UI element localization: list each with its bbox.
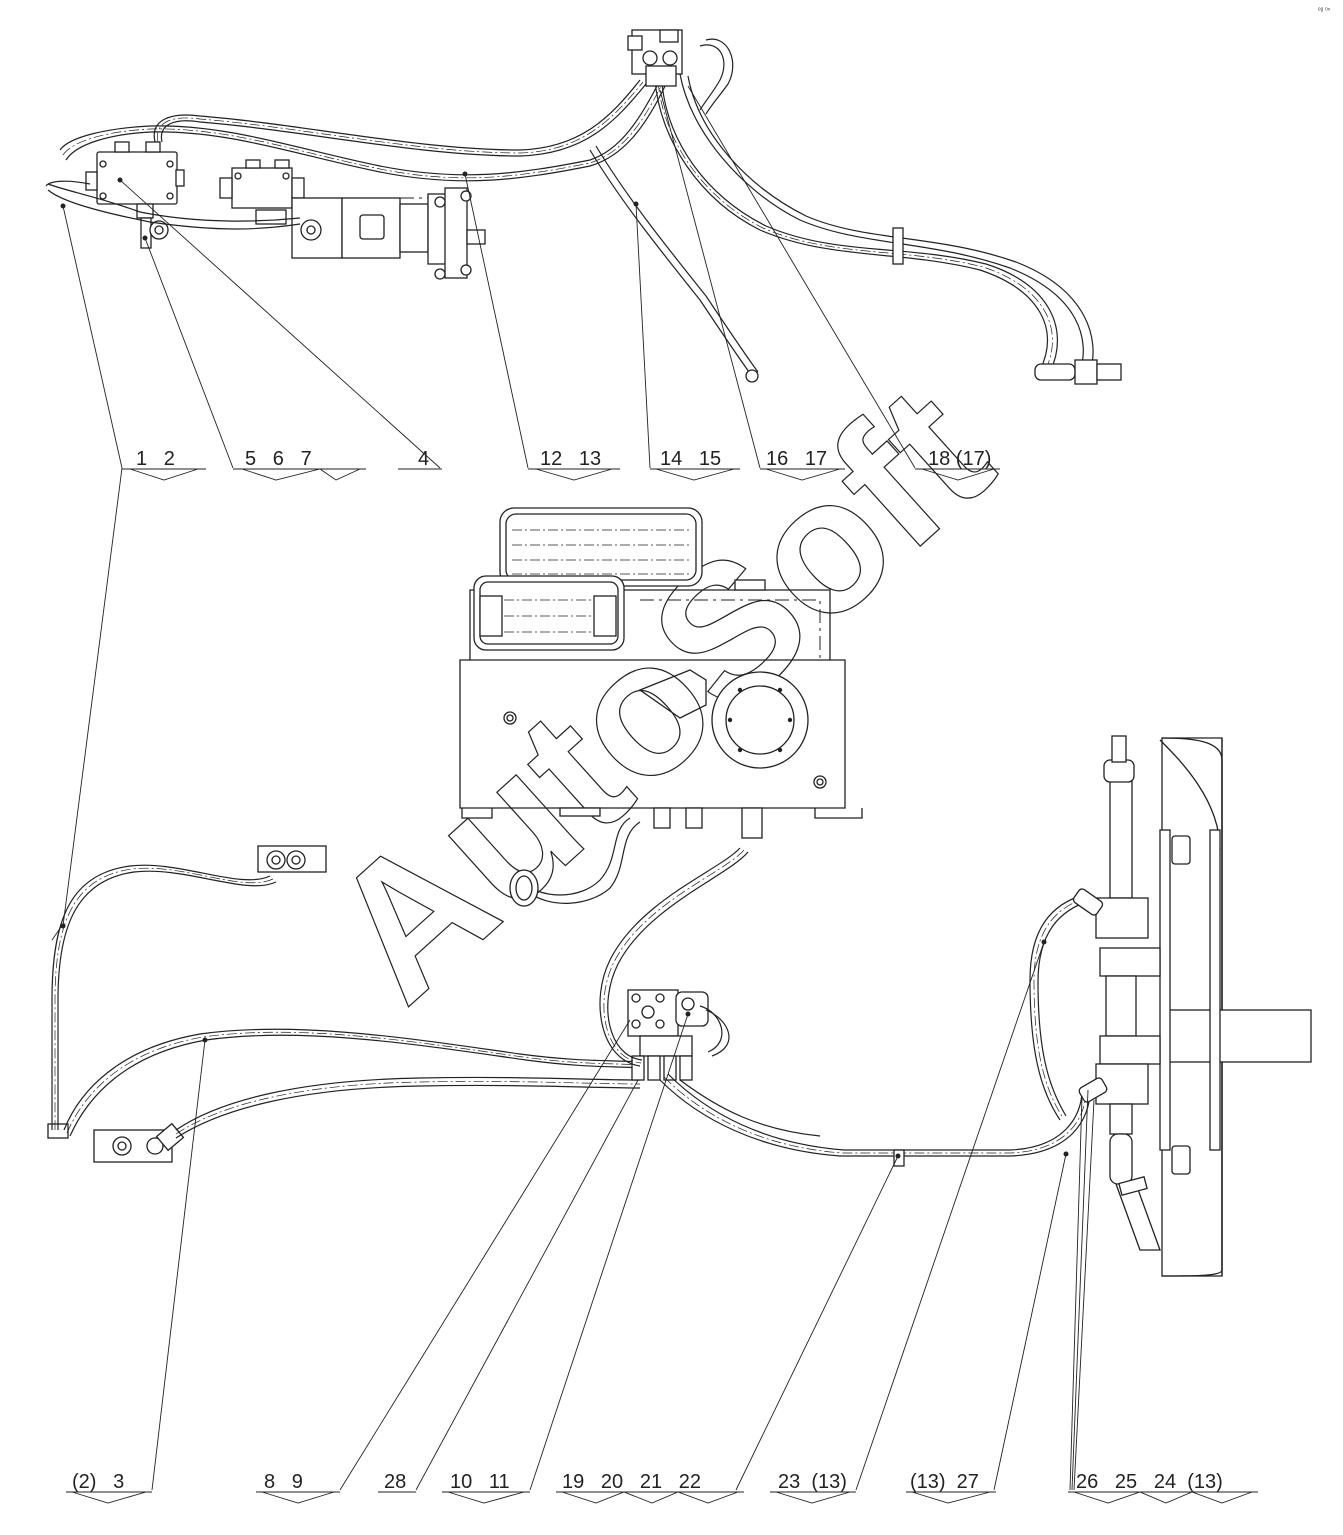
callout-2-3: (2) 3 (66, 1471, 152, 1504)
corner-mark: ᵉᵍ ᵒⁿ (1318, 7, 1331, 14)
bottom-leaders (51, 467, 1095, 1491)
callout-13-27: (13) 27 (906, 1471, 996, 1504)
svg-text:28: 28 (384, 1471, 406, 1493)
callout-23-13: 23 (13) (770, 1471, 856, 1504)
svg-text:4: 4 (418, 448, 429, 470)
callout-4: 4 (398, 448, 442, 470)
left-valve-block (47, 845, 327, 1163)
callout-1-2: 1 2 (122, 448, 206, 481)
svg-text:18 (17): 18 (17) (928, 448, 991, 470)
callout-19-20-21-22: 19 20 21 22 (556, 1471, 744, 1504)
top-right-valve (627, 29, 683, 87)
callout-28: 28 (378, 1471, 416, 1493)
callout-10-11: 10 11 (442, 1471, 530, 1504)
svg-text:19 20 21 22: 19 20 21 22 (562, 1471, 701, 1493)
svg-text:5 6 7: 5 6 7 (245, 448, 312, 470)
svg-text:26 25 24 (13): 26 25 24 (13) (1076, 1471, 1223, 1493)
svg-text:14 15: 14 15 (660, 448, 721, 470)
svg-text:(13) 27: (13) 27 (910, 1471, 979, 1493)
steering-valve (599, 847, 749, 1081)
top-valve-assembly (85, 141, 486, 280)
top-hoses (45, 38, 1122, 385)
callout-5-6-7: 5 6 7 (233, 448, 366, 481)
callout-16-17: 16 17 (760, 448, 845, 481)
svg-text:(2) 3: (2) 3 (72, 1471, 124, 1493)
svg-text:23 (13): 23 (13) (778, 1471, 847, 1493)
svg-text:8 9: 8 9 (264, 1471, 303, 1493)
svg-text:1 2: 1 2 (136, 448, 175, 470)
svg-text:12 13: 12 13 (540, 448, 601, 470)
right-cylinder-assembly (1072, 735, 1312, 1277)
callout-14-15: 14 15 (650, 448, 740, 481)
hydraulic-tank-assembly (459, 507, 863, 907)
callout-26-25-24-13: 26 25 24 (13) (1068, 1471, 1258, 1504)
top-callouts: 1 2 5 6 7 4 12 13 14 15 16 17 (122, 448, 1000, 481)
top-leaders (60, 85, 916, 469)
svg-text:10 11: 10 11 (450, 1471, 510, 1493)
right-hoses (659, 893, 1093, 1167)
callout-8-9: 8 9 (256, 1471, 340, 1504)
svg-text:16 17: 16 17 (766, 448, 827, 470)
callout-18-17: 18 (17) (915, 448, 1000, 481)
left-hoses (51, 864, 641, 1139)
bottom-callouts: (2) 3 8 9 28 10 11 19 20 21 22 23 (13) (66, 1471, 1258, 1504)
callout-12-13: 12 13 (528, 448, 620, 481)
